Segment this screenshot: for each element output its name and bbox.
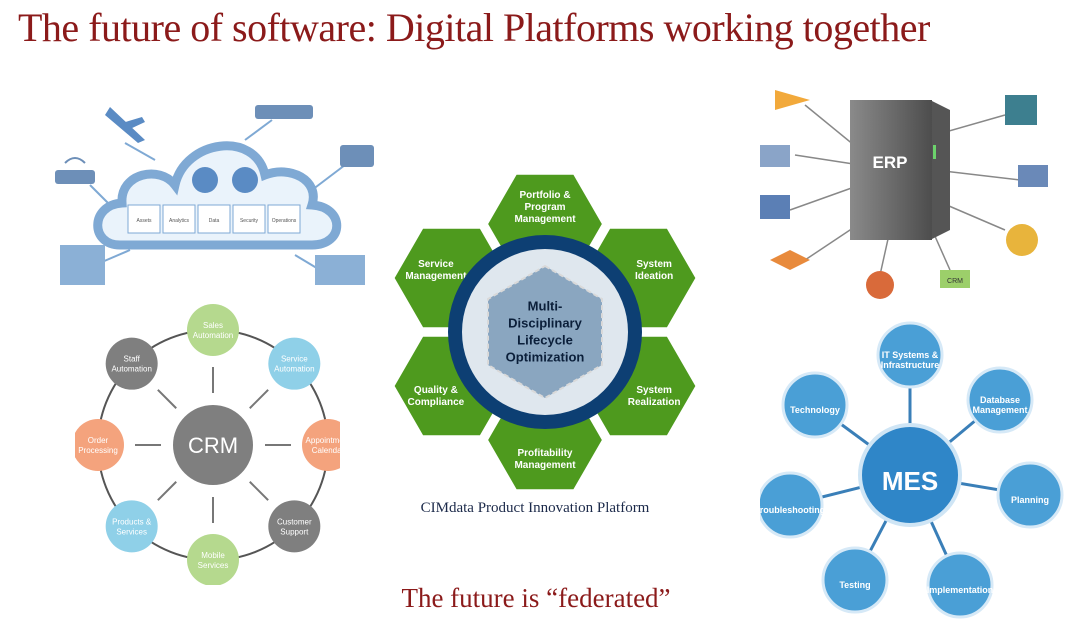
airplane-icon <box>105 107 145 143</box>
cloud-boxes: Assets Analytics Data Security Operation… <box>127 204 301 234</box>
mes-node <box>876 321 944 389</box>
wifi-icon <box>64 157 86 164</box>
crm-arrow <box>157 389 177 409</box>
mes-node-label: Testing <box>839 580 870 590</box>
mes-node-label: Technology <box>790 405 840 415</box>
mes-node <box>926 551 994 619</box>
mes-node <box>821 546 889 614</box>
cimdata-hex-label: Quality &Compliance <box>408 385 465 408</box>
rocket-icon <box>775 90 810 110</box>
printer-icon <box>340 145 374 167</box>
mes-node <box>781 371 849 439</box>
monitor-icon <box>760 195 790 219</box>
crm-node <box>105 500 158 553</box>
crm-node-label: Products &Services <box>112 517 152 536</box>
laptop-icon <box>1018 165 1048 187</box>
mes-node-label: Troubleshooting <box>760 505 825 515</box>
iot-cloud-diagram: Assets Analytics Data Security Operation… <box>55 105 374 285</box>
mes-node <box>996 461 1064 529</box>
crm-node <box>187 304 239 356</box>
puzzle-icon <box>760 145 790 167</box>
crm-node <box>268 500 321 553</box>
mes-node <box>760 471 824 539</box>
mes-center-circle <box>858 423 962 527</box>
cloud-box-label: Security <box>240 218 259 224</box>
crm-arrow <box>249 481 269 501</box>
pie-chart-icon <box>866 271 894 299</box>
mes-center-label: MES <box>882 466 938 496</box>
mes-node-label: Implementation <box>927 585 994 595</box>
cimdata-caption: CIMdata Product Innovation Platform <box>420 500 650 516</box>
crm-center-label: CRM <box>188 433 238 458</box>
crm-arrow <box>157 481 177 501</box>
crm-tag-label: CRM <box>947 278 963 285</box>
erp-server-side <box>930 100 950 240</box>
erp-diagram: ERP CRM <box>760 90 1048 299</box>
crm-node <box>75 419 124 471</box>
subtitle: The future is “federated” <box>401 583 671 613</box>
crm-tag-icon <box>940 270 970 288</box>
mes-node <box>966 366 1034 434</box>
cimdata-center-hex <box>487 264 603 400</box>
mes-node-label: Planning <box>1011 495 1049 505</box>
forklift-icon <box>315 255 365 285</box>
crm-node <box>187 534 239 585</box>
cloud-box-label: Analytics <box>169 218 190 224</box>
pie-chart-icon-2 <box>1006 224 1038 256</box>
crm-arrow <box>249 389 269 409</box>
cloud-box-label: Operations <box>272 218 297 224</box>
crm-node <box>302 419 340 471</box>
crm-node <box>268 337 321 390</box>
erp-label: ERP <box>873 153 908 172</box>
page-title: The future of software: Digital Platform… <box>18 5 930 50</box>
wifi-device-icon <box>55 170 95 184</box>
book-icon <box>1005 95 1037 125</box>
factory-icon <box>60 245 105 285</box>
mes-node-label: IT Systems &Infrastructure <box>881 350 940 370</box>
router-icon <box>255 105 313 119</box>
cloud-box-label: Data <box>209 218 220 224</box>
cloud-box-label: Assets <box>136 218 152 224</box>
crm-center-circle <box>173 405 253 485</box>
box-icon <box>770 250 810 270</box>
crm-node <box>105 337 158 390</box>
crm-node-label: AppointmentCalendar <box>306 436 340 455</box>
